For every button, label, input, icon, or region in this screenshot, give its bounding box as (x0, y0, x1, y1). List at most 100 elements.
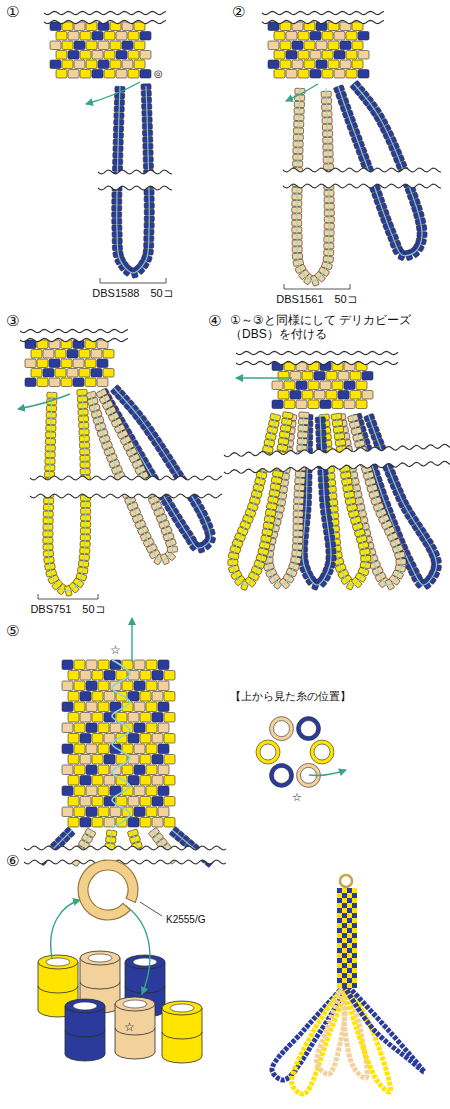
bead (91, 369, 102, 378)
bead (86, 786, 97, 796)
bead (37, 359, 48, 368)
bead (80, 692, 91, 702)
bead (280, 41, 291, 50)
bead (152, 671, 163, 681)
bead (80, 51, 91, 60)
bead (328, 60, 339, 69)
bead (337, 983, 342, 988)
bead-loop (319, 413, 371, 590)
break-mark (44, 11, 166, 23)
bead-loop (335, 413, 406, 590)
bead (74, 681, 85, 691)
bead (352, 933, 357, 938)
bead (298, 51, 309, 60)
bead (337, 978, 342, 983)
bead-ring (272, 765, 292, 785)
thread-arrow (309, 770, 346, 775)
bead (337, 963, 342, 968)
wavy-line (262, 11, 384, 14)
bead (304, 60, 315, 69)
bead (68, 713, 79, 723)
bead (146, 807, 157, 817)
bead (352, 918, 357, 923)
bead (342, 918, 347, 923)
bead (140, 671, 151, 681)
break-mark (224, 444, 450, 474)
bead (350, 391, 361, 400)
bead (352, 923, 357, 928)
thread-arrow (126, 906, 150, 994)
bead (268, 60, 279, 69)
bead (274, 32, 285, 41)
bead (80, 734, 91, 744)
bead (158, 765, 169, 775)
bead (352, 938, 357, 943)
count-bracket (100, 278, 166, 283)
bead (134, 681, 145, 691)
bead (134, 660, 145, 670)
bead (110, 723, 121, 733)
bead (347, 933, 352, 938)
bead (104, 32, 115, 41)
bead (347, 968, 352, 973)
cylinder-top (125, 955, 165, 969)
bead (347, 938, 352, 943)
bead (128, 713, 139, 723)
bead (146, 744, 157, 754)
bead (56, 32, 67, 41)
bead (104, 818, 115, 828)
bead (116, 51, 127, 60)
bead (310, 70, 321, 79)
bead (68, 776, 79, 786)
bead (338, 391, 349, 400)
bead (356, 381, 367, 390)
bead (68, 755, 79, 765)
bead (337, 893, 342, 898)
bead (342, 928, 347, 933)
bead (152, 692, 163, 702)
bead (49, 359, 60, 368)
bead (347, 973, 352, 978)
wavy-line (236, 351, 398, 354)
bead (152, 776, 163, 786)
bead (347, 958, 352, 963)
bead (116, 32, 127, 41)
bead (62, 744, 73, 754)
bead (337, 898, 342, 903)
bead (74, 786, 85, 796)
cylinder-top (65, 999, 105, 1013)
bead (68, 51, 79, 60)
bead-outline (270, 717, 294, 741)
bead (98, 786, 109, 796)
bead (352, 968, 357, 973)
bead (86, 765, 97, 775)
bead (122, 60, 133, 69)
bead (68, 692, 79, 702)
bead (73, 378, 84, 387)
bead (352, 958, 357, 963)
bead (352, 898, 357, 903)
break-ground (224, 444, 450, 474)
bead-outline (310, 740, 334, 764)
bead (296, 381, 307, 390)
bead (342, 943, 347, 948)
bead (74, 60, 85, 69)
wavy-line (224, 461, 450, 474)
wavy-line (224, 444, 450, 457)
wavy-line (24, 846, 226, 850)
bead (80, 818, 91, 828)
leader-line (140, 902, 162, 916)
bead (103, 369, 114, 378)
bead (152, 755, 163, 765)
break-mark (236, 351, 398, 364)
bead (86, 702, 97, 712)
bead (62, 60, 73, 69)
bead (146, 765, 157, 775)
bead-outline (274, 721, 290, 737)
bead (92, 755, 103, 765)
thread (102, 388, 211, 548)
bead (68, 32, 79, 41)
bead (346, 51, 357, 60)
bead (342, 958, 347, 963)
bead (79, 350, 90, 359)
